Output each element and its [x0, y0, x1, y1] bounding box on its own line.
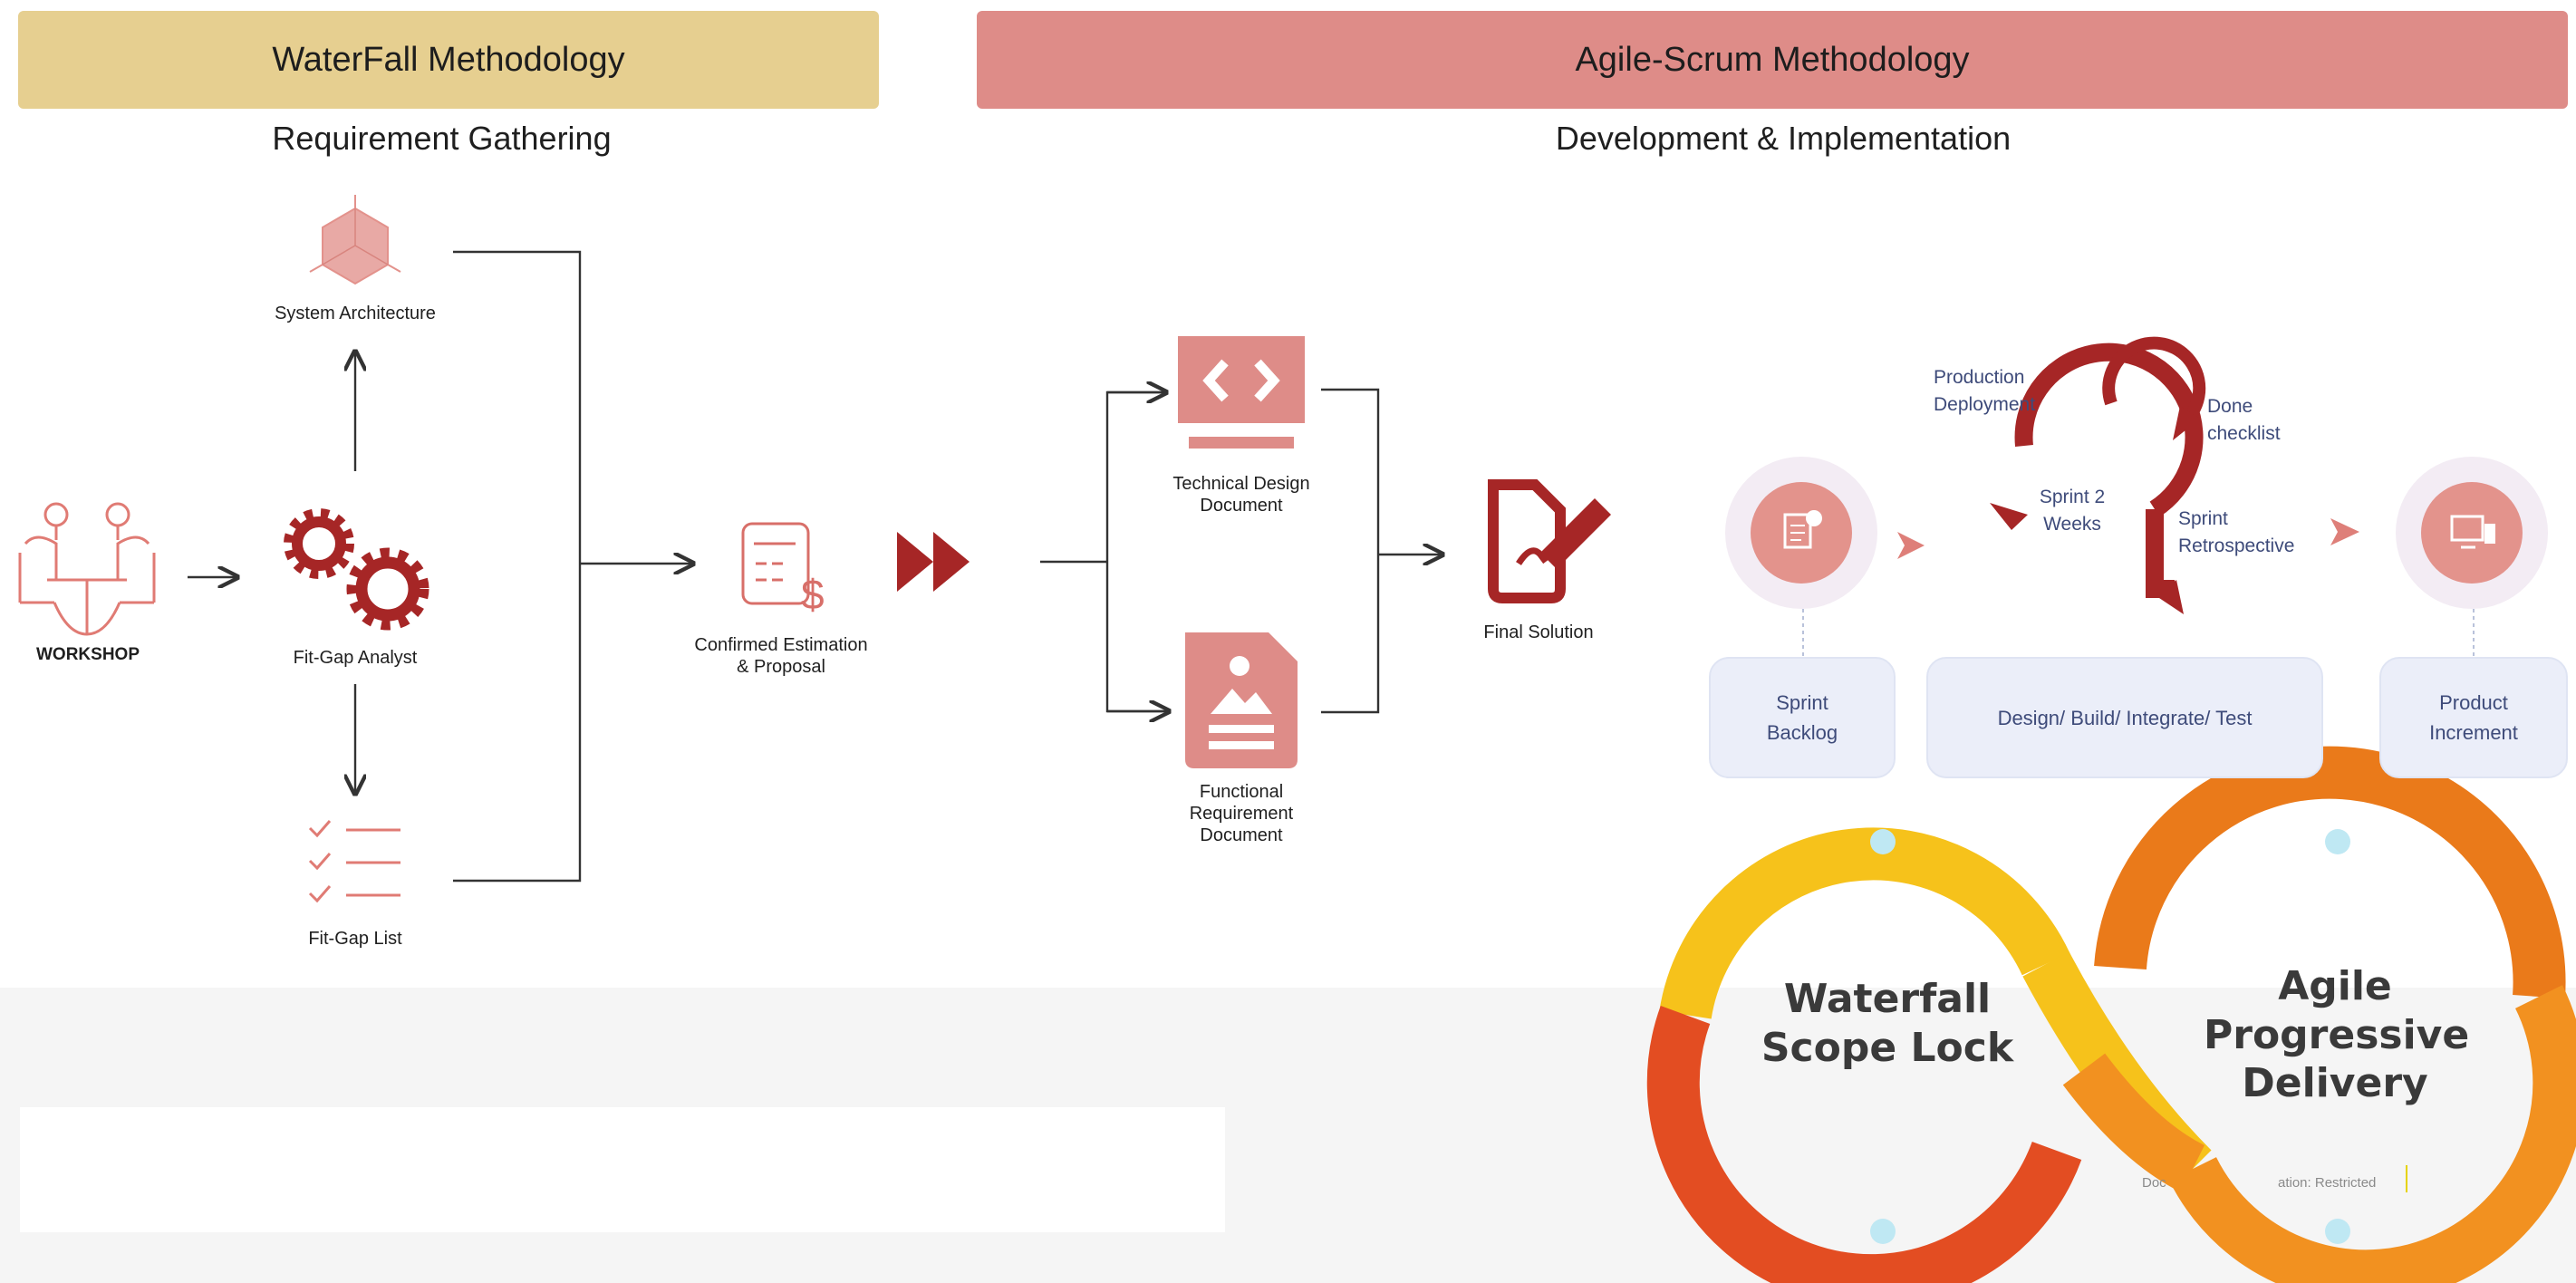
agile-connectors [1040, 390, 1442, 712]
infinity-dots [1870, 829, 2350, 1244]
classification-text-right: ation: Restricted [2278, 1175, 2377, 1191]
checklist-icon [308, 820, 400, 903]
fast-forward-icon [897, 532, 970, 592]
infinity-loop [1646, 746, 2576, 1283]
image-document-icon [1185, 632, 1298, 768]
system-architecture-icon [309, 195, 401, 285]
confirmed-estimation-label: Confirmed Estimation & Proposal [694, 635, 868, 677]
code-document-icon [1178, 336, 1305, 449]
functional-requirement-label: Functional Requirement Document [1189, 782, 1294, 845]
gears-icon [284, 508, 429, 631]
waterfall-header: WaterFall Methodology [18, 11, 879, 109]
development-implementation-title: Development & Implementation [1555, 120, 2012, 157]
classification-text-left: Doc [2142, 1175, 2166, 1191]
sprint-retrospective-label: Sprint Retrospective [2178, 508, 2295, 557]
workshop-icon [18, 502, 156, 636]
requirement-gathering-title: Requirement Gathering [272, 120, 612, 157]
sprint-cycle-icon [2014, 336, 2206, 598]
production-deployment-label: Production Deployment [1934, 367, 2036, 416]
sprint-backlog-icon [1725, 457, 1877, 609]
design-build-pill: Design/ Build/ Integrate/ Test [1926, 657, 2323, 778]
done-checklist-label: Done checklist [2207, 396, 2281, 445]
signature-document-icon [1488, 479, 1611, 603]
scrum-arrow-2 [2330, 518, 2359, 545]
product-increment-icon [2396, 457, 2548, 609]
fit-gap-analyst-label: Fit-Gap Analyst [293, 648, 418, 668]
agile-progressive-delivery-label: Agile Progressive Delivery [2204, 963, 2470, 1107]
product-increment-pill: Product Increment [2379, 657, 2568, 778]
final-solution-label: Final Solution [1483, 622, 1594, 642]
scrum-arrow-1 [1897, 532, 1925, 559]
fit-gap-list-label: Fit-Gap List [308, 929, 402, 949]
blank-panel [20, 1107, 1225, 1232]
svg-text:$: $ [801, 571, 825, 618]
waterfall-connectors [188, 250, 693, 883]
sprint-weeks-label: Sprint 2 Weeks [2039, 487, 2106, 535]
workshop-label: WORKSHOP [36, 645, 140, 664]
estimation-icon: $ [741, 522, 825, 618]
waterfall-scope-lock-label: Waterfall Scope Lock [1761, 976, 2014, 1071]
sprint-backlog-pill: Sprint Backlog [1709, 657, 1896, 778]
agile-header: Agile-Scrum Methodology [977, 11, 2568, 109]
technical-design-label: Technical Design Document [1172, 474, 1310, 516]
system-architecture-label: System Architecture [275, 304, 436, 323]
